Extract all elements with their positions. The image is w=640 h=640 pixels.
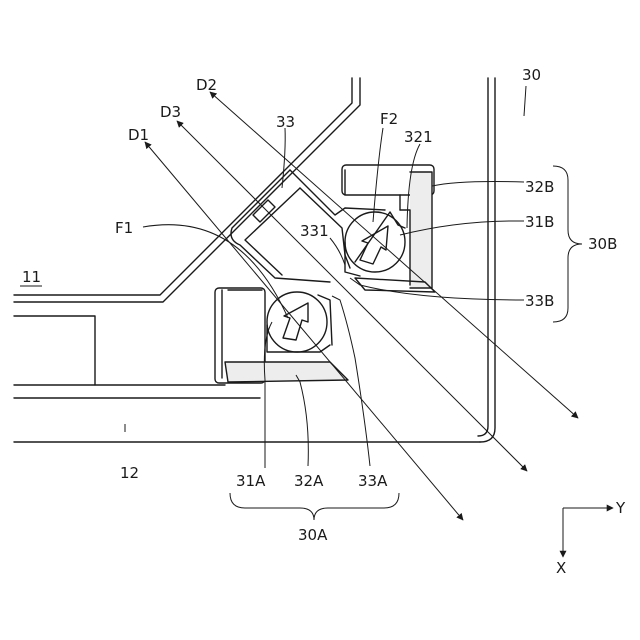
label-f1: F1 xyxy=(115,219,133,237)
force-arrow-f2 xyxy=(360,226,388,264)
roller-31b xyxy=(345,212,405,276)
label-30a: 30A xyxy=(298,526,328,544)
label-321: 321 xyxy=(404,128,433,146)
label-12: 12 xyxy=(120,464,139,482)
label-d2: D2 xyxy=(196,76,217,94)
block-32a xyxy=(215,288,348,383)
leader-lines xyxy=(125,86,526,468)
label-30b: 30B xyxy=(588,235,617,253)
label-31b: 31B xyxy=(525,213,554,231)
label-33: 33 xyxy=(276,113,295,131)
brace-30b xyxy=(553,166,582,322)
brace-30a xyxy=(230,493,399,520)
label-32a: 32A xyxy=(294,472,324,490)
plate-11 xyxy=(14,78,360,302)
frame-30 xyxy=(478,78,495,442)
roller-31a xyxy=(267,292,332,352)
block-32b xyxy=(342,165,435,292)
label-30: 30 xyxy=(522,66,541,84)
label-11: 11 xyxy=(22,268,41,286)
label-331: 331 xyxy=(300,222,329,240)
label-d1: D1 xyxy=(128,126,149,144)
label-f2: F2 xyxy=(380,110,398,128)
axis-label-x: X xyxy=(556,559,566,577)
label-33a: 33A xyxy=(358,472,388,490)
label-d3: D3 xyxy=(160,103,181,121)
label-32b: 32B xyxy=(525,178,554,196)
label-33b: 33B xyxy=(525,292,554,310)
label-31a: 31A xyxy=(236,472,266,490)
direction-line-d3 xyxy=(177,121,527,471)
axis-label-y: Y xyxy=(615,499,626,517)
axes xyxy=(563,508,613,557)
